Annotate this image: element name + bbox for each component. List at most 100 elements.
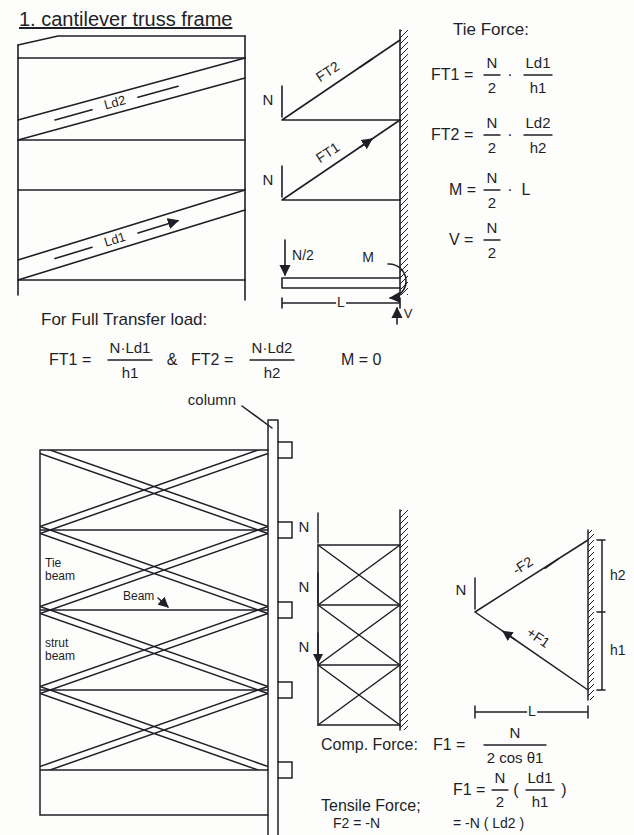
braced-frame bbox=[278, 442, 292, 778]
note-text: FT2 bbox=[313, 58, 344, 86]
note-text: strut beam bbox=[44, 637, 88, 663]
truss-free-body bbox=[400, 510, 408, 730]
note-text: FT2 = bbox=[430, 126, 474, 144]
note-text: ) bbox=[560, 781, 567, 799]
note-text: F1 = bbox=[452, 781, 486, 799]
note-text: V = bbox=[448, 231, 474, 249]
note-text: 2 cos θ1 bbox=[486, 750, 545, 767]
tie-free-body bbox=[396, 308, 398, 324]
note-text: FT1 = bbox=[430, 66, 474, 84]
note-text: 2 bbox=[487, 195, 497, 212]
fraction-bars bbox=[484, 75, 552, 240]
note-text: N bbox=[455, 582, 468, 599]
note-text: N bbox=[262, 92, 275, 109]
note-text: FT2 = bbox=[190, 351, 234, 369]
braced-frame bbox=[40, 406, 292, 835]
frame-elevation bbox=[18, 36, 245, 300]
note-text: h2 bbox=[609, 568, 627, 583]
note-text: L bbox=[521, 181, 532, 199]
note-text: · bbox=[506, 126, 513, 144]
note-text: 2 bbox=[495, 794, 505, 811]
note-text: M bbox=[361, 250, 375, 265]
x-bracing bbox=[40, 687, 268, 771]
tie-free-body bbox=[282, 120, 400, 200]
note-text: N bbox=[298, 579, 311, 596]
note-text: N·Ld1 bbox=[109, 340, 152, 357]
note-text: · bbox=[506, 66, 513, 84]
note-text: Tensile Force; bbox=[320, 797, 422, 815]
note-text: N/2 bbox=[291, 248, 315, 263]
tie-free-body bbox=[360, 59, 372, 147]
braced-frame bbox=[40, 450, 268, 815]
force-triangle bbox=[588, 530, 594, 700]
truss-free-body bbox=[318, 510, 408, 730]
note-text: M = bbox=[448, 181, 477, 199]
truss-free-body bbox=[318, 545, 400, 725]
frame-elevation bbox=[18, 36, 245, 45]
braced-frame bbox=[158, 406, 272, 607]
note-text: -F2 bbox=[509, 553, 537, 578]
note-text: h1 bbox=[529, 80, 548, 97]
note-text: 2 bbox=[487, 245, 497, 262]
x-bracing bbox=[40, 607, 268, 694]
note-text: N bbox=[262, 172, 275, 189]
note-text: ( bbox=[512, 781, 519, 799]
force-triangle bbox=[475, 540, 588, 690]
truss-free-body bbox=[399, 510, 401, 730]
note-text: 2 bbox=[487, 140, 497, 157]
note-text: N bbox=[486, 220, 499, 237]
note-text: Comp. Force: bbox=[320, 736, 419, 754]
note-text: V bbox=[403, 307, 414, 321]
note-text: h1 bbox=[121, 365, 140, 382]
note-text: Ld1 bbox=[526, 770, 553, 787]
note-text: Tie Force: bbox=[452, 21, 530, 40]
title: 1. cantilever truss frame bbox=[18, 8, 233, 30]
frame-elevation bbox=[18, 36, 245, 300]
note-text: Ld2 bbox=[524, 115, 551, 132]
note-text: N·Ld2 bbox=[251, 340, 294, 357]
frame-elevation bbox=[18, 58, 245, 280]
note-text: N bbox=[494, 770, 507, 787]
note-text: Ld1 bbox=[524, 55, 551, 72]
note-text: Ld1 bbox=[102, 230, 129, 251]
force-triangle bbox=[475, 530, 605, 718]
note-text: M = 0 bbox=[340, 351, 382, 369]
tie-free-body bbox=[282, 86, 285, 275]
note-text: F1 = bbox=[432, 736, 466, 754]
note-text: h1 bbox=[531, 794, 550, 811]
note-text: N bbox=[486, 115, 499, 132]
note-text: +F1 bbox=[523, 624, 554, 652]
tie-free-body bbox=[282, 40, 400, 120]
frame-elevation bbox=[55, 86, 178, 258]
note-text: & bbox=[166, 351, 179, 369]
note-text: 2 bbox=[487, 80, 497, 97]
note-text: L bbox=[527, 704, 537, 719]
note-text: For Full Transfer load: bbox=[40, 311, 208, 330]
tie-free-body bbox=[388, 264, 406, 298]
tie-free-body bbox=[399, 30, 401, 295]
note-text: N bbox=[298, 519, 311, 536]
tie-free-body bbox=[282, 278, 400, 288]
note-text: L bbox=[336, 295, 346, 310]
note-text: N bbox=[298, 639, 311, 656]
note-text: h1 bbox=[609, 643, 627, 658]
x-bracing bbox=[40, 527, 268, 614]
note-text: = -N ( Ld2 ) bbox=[452, 816, 525, 831]
force-triangle bbox=[587, 530, 589, 700]
note-text: · bbox=[506, 181, 513, 199]
note-text: column bbox=[187, 392, 237, 409]
force-triangle bbox=[597, 540, 605, 690]
tie-free-body bbox=[400, 30, 408, 295]
note-text: F2 = -N bbox=[332, 816, 381, 831]
note-text: N bbox=[486, 55, 499, 72]
note-text: Beam bbox=[122, 590, 155, 603]
tie-free-body bbox=[282, 30, 408, 324]
frame-elevation bbox=[18, 58, 245, 280]
x-bracing bbox=[40, 450, 268, 534]
note-text: N bbox=[509, 725, 522, 742]
fraction-bars bbox=[108, 75, 554, 790]
note-text: FT1 bbox=[313, 139, 344, 167]
note-text: FT1 = bbox=[48, 351, 92, 369]
